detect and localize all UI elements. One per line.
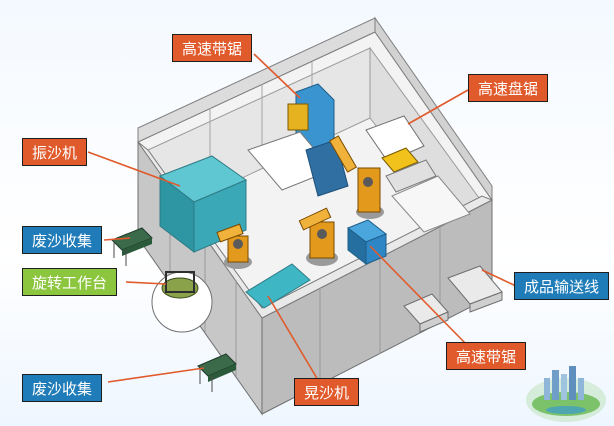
rotary-worktable-top xyxy=(161,277,199,299)
disc-saw-yellow-part xyxy=(381,147,419,173)
robot-left xyxy=(216,223,252,269)
leader-sand-vibrator xyxy=(267,295,319,381)
label-finished-product-conveyor: 成品输送线 xyxy=(514,272,610,300)
label-high-speed-band-saw-top: 高速带锯 xyxy=(172,34,253,62)
waste-sand-station-lower xyxy=(197,353,237,392)
leader-band-saw-top xyxy=(253,53,301,99)
label-waste-sand-collection-lower: 废沙收集 xyxy=(22,374,103,402)
label-sand-shaker: 振沙机 xyxy=(22,138,88,166)
leader-disc-saw xyxy=(407,89,469,125)
inner-conveyor-platform xyxy=(391,175,471,233)
robot-right xyxy=(328,135,384,219)
leader-waste-lower xyxy=(107,367,205,383)
waste-sand-station-upper xyxy=(111,227,153,266)
band-saw-bottom-side xyxy=(347,226,367,266)
sand-shaker-machine-side xyxy=(159,174,195,254)
label-high-speed-disc-saw: 高速盘锯 xyxy=(468,74,549,102)
label-high-speed-band-saw-bottom: 高速带锯 xyxy=(446,342,527,370)
disc-saw-base xyxy=(385,159,437,193)
sand-vibrator-machine xyxy=(245,263,311,309)
disc-saw-frame xyxy=(365,115,425,163)
leader-band-saw-bottom xyxy=(369,245,467,345)
leader-rotary xyxy=(125,281,167,285)
outside-conveyor-block-right-face xyxy=(469,291,503,313)
leader-waste-upper xyxy=(103,237,131,241)
label-rotary-worktable: 旋转工作台 xyxy=(22,268,118,296)
wall-top-rim xyxy=(137,141,494,319)
label-waste-sand-collection-upper: 废沙收集 xyxy=(22,226,103,254)
rotary-worktable-frame xyxy=(165,271,195,293)
leader-sand-shaker xyxy=(87,151,181,187)
band-saw-top-head xyxy=(287,103,309,131)
robot-center xyxy=(298,207,338,266)
leader-conveyor xyxy=(481,269,517,287)
city-globe-decoration xyxy=(526,366,606,422)
label-sand-vibrator: 晃沙机 xyxy=(294,378,360,406)
